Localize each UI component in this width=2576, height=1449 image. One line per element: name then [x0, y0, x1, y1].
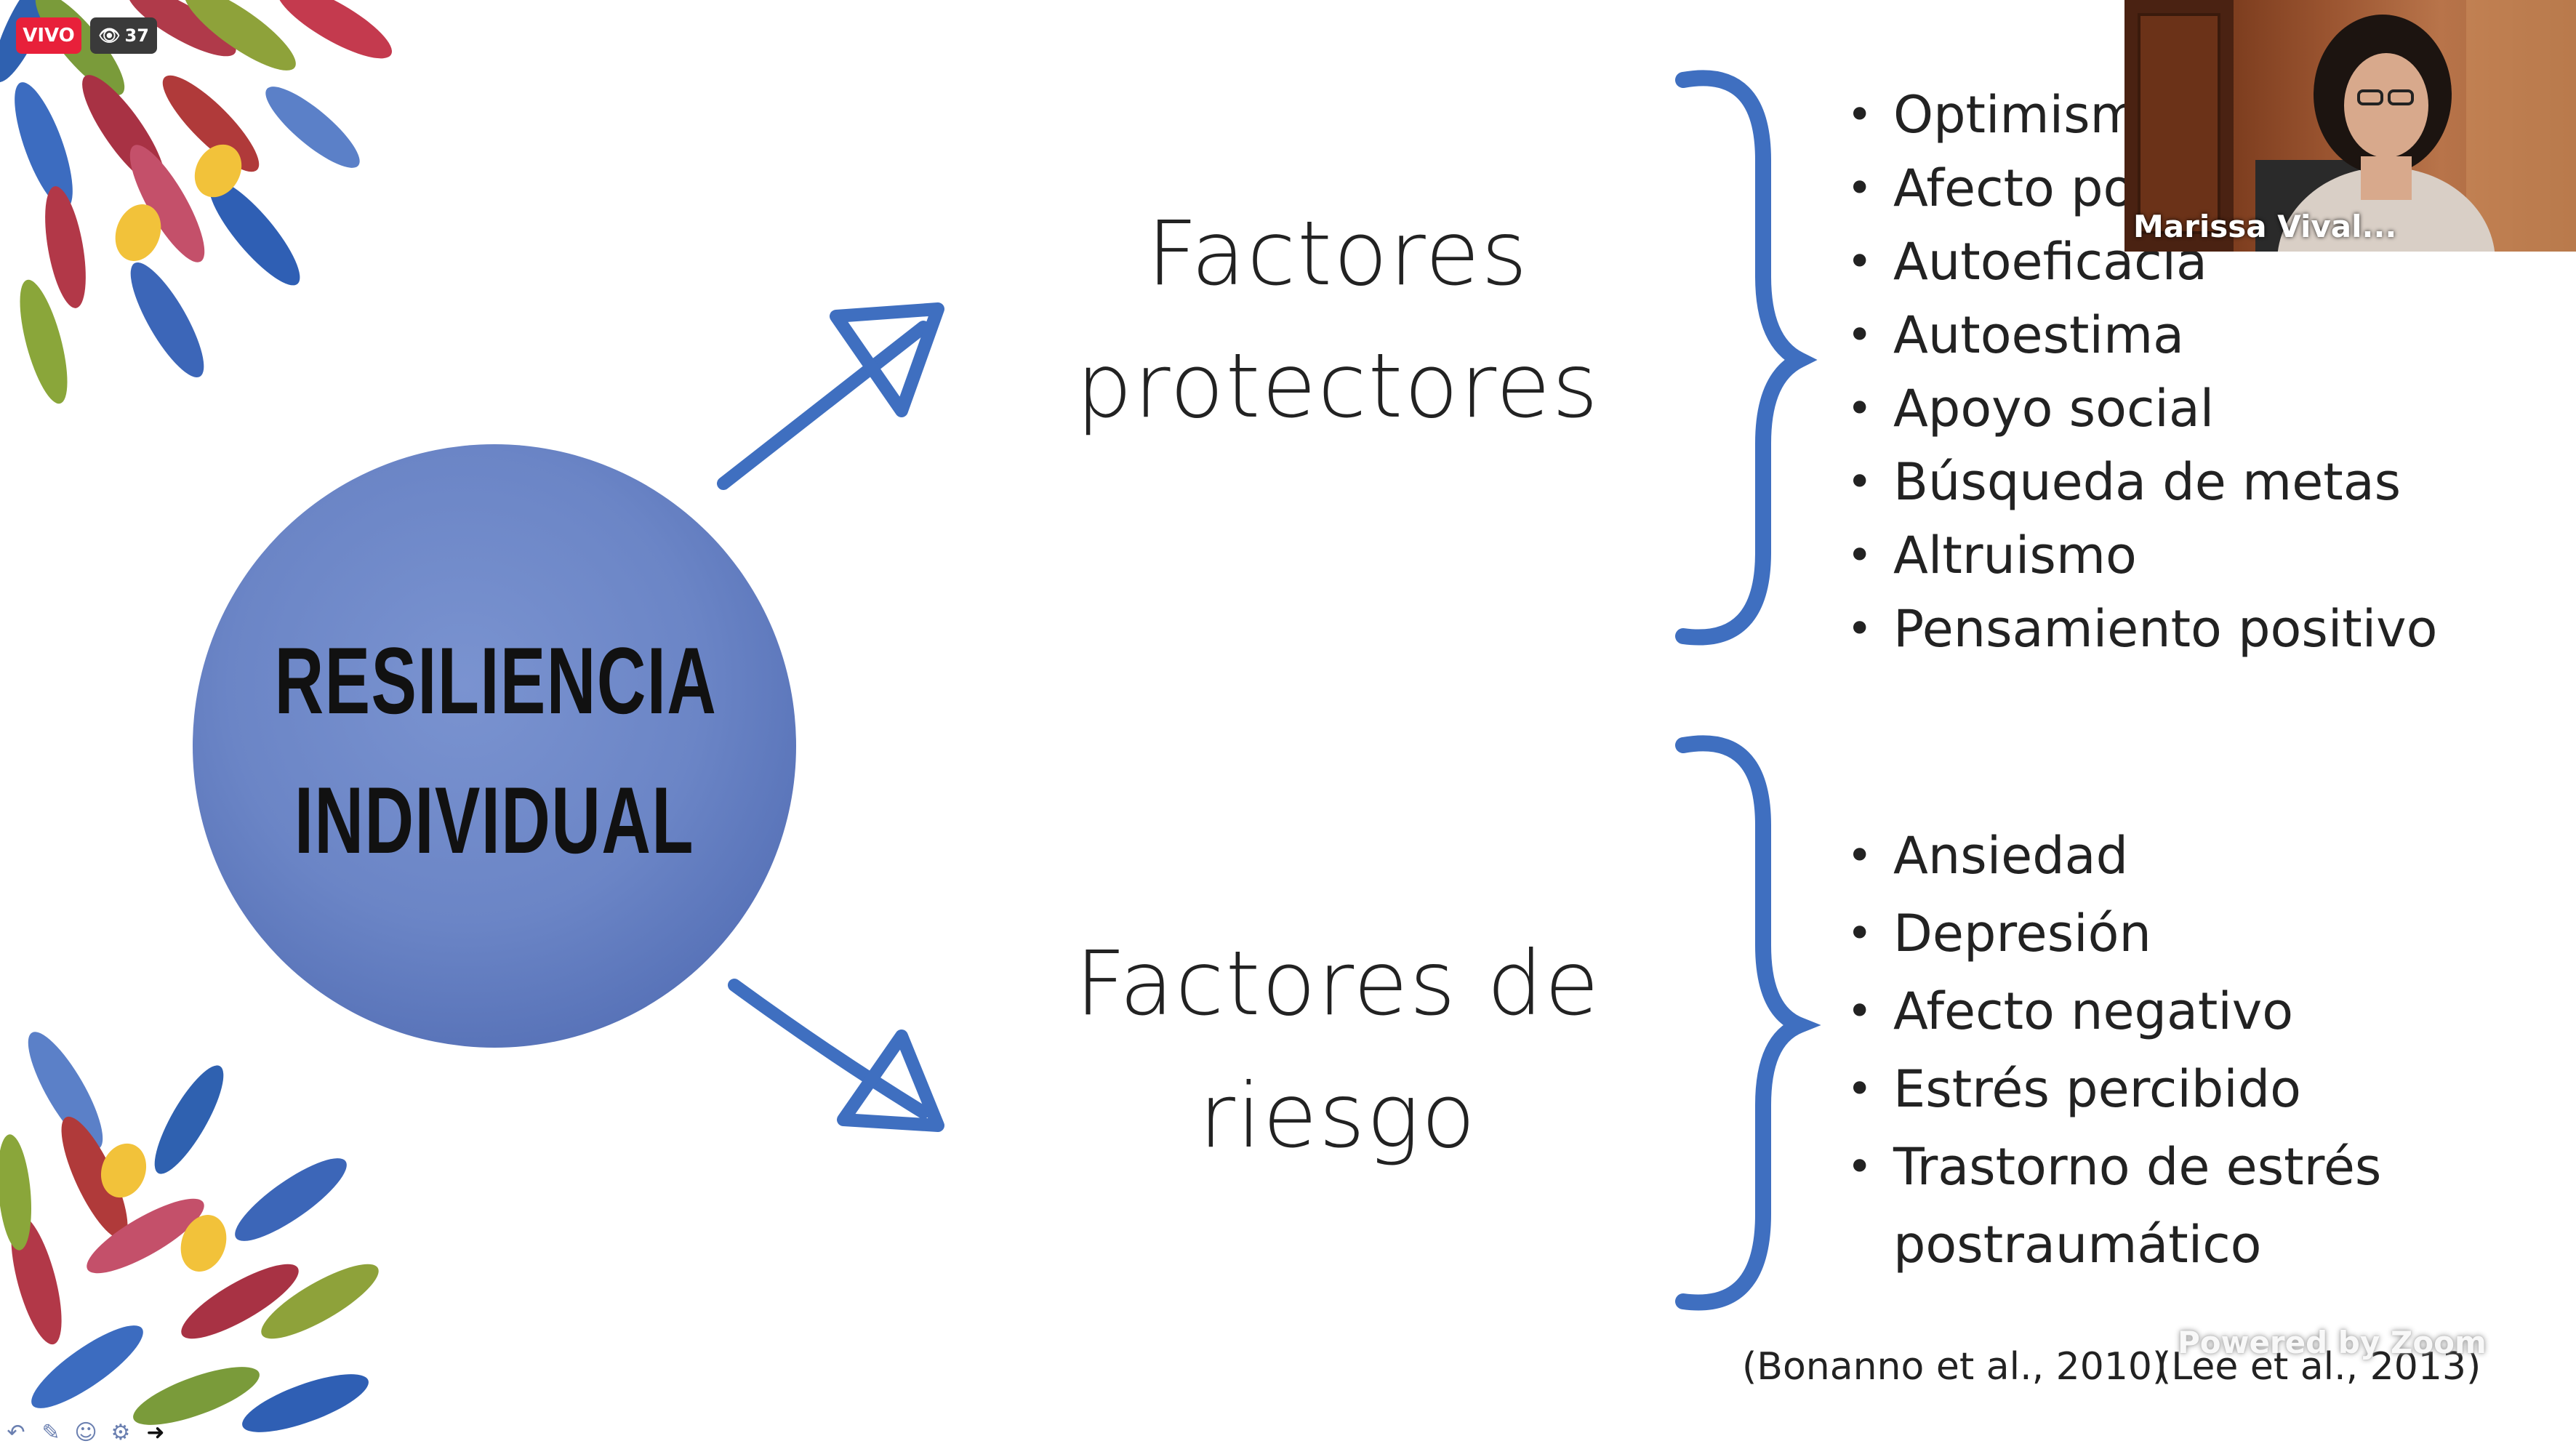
list-item: Depresión	[1847, 895, 2399, 973]
list-item: Ansiedad	[1847, 817, 2399, 895]
protective-factors-heading: Factores protectores	[1003, 188, 1672, 452]
settings-icon[interactable]: ⚙	[111, 1419, 131, 1445]
brace-protectores	[1675, 70, 1818, 646]
arrow-up-right	[717, 302, 944, 490]
eye-icon: 👁	[98, 25, 121, 46]
next-arrow-icon[interactable]: ➜	[146, 1419, 165, 1445]
list-item: Optimismo	[1847, 79, 2437, 152]
heading-line: riesgo	[1198, 1064, 1477, 1168]
brace-riesgo	[1675, 735, 1821, 1311]
circle-label-line: INDIVIDUAL	[294, 767, 694, 873]
participant-video-feed	[2124, 0, 2576, 252]
participant-name-label: Marissa Vival...	[2133, 209, 2397, 244]
heading-line: Factores de	[1075, 932, 1601, 1035]
citation-bonanno: (Bonanno et al., 2010)	[1742, 1345, 2167, 1389]
risk-factors-heading: Factores de riesgo	[1003, 918, 1672, 1182]
list-item: Autoestima	[1847, 299, 2437, 372]
list-item: Altruismo	[1847, 519, 2437, 593]
heading-line: Factores	[1147, 202, 1529, 305]
live-badge: VIVO	[16, 17, 81, 54]
leaf-decoration-top	[0, 0, 393, 404]
list-item: Afecto negativo	[1847, 973, 2399, 1051]
leaf-decoration-bottom	[0, 1032, 379, 1432]
list-item: Pensamiento positivo	[1847, 593, 2437, 666]
heading-line: protectores	[1075, 334, 1600, 438]
undo-icon[interactable]: ↶	[7, 1419, 25, 1445]
resilience-circle	[193, 444, 796, 1048]
zoom-watermark: Powered by Zoom	[2178, 1325, 2487, 1360]
annotation-toolbar: ↶ ✎ ☺ ⚙ ➜	[1, 1418, 170, 1447]
circle-label: RESILIENCIA INDIVIDUAL	[274, 611, 718, 890]
smiley-icon[interactable]: ☺	[74, 1419, 97, 1445]
list-item: Apoyo social	[1847, 372, 2437, 446]
list-item: Búsqueda de metas	[1847, 446, 2437, 519]
risk-factors-list: Ansiedad Depresión Afecto negativo Estré…	[1847, 817, 2399, 1284]
viewer-count-badge: 👁 37	[90, 17, 157, 54]
arrow-down-right	[728, 979, 944, 1132]
participant-video-tile[interactable]: Marissa Vival...	[2124, 0, 2576, 252]
list-item: Trastorno de estrés postraumático	[1847, 1128, 2399, 1284]
circle-label-line: RESILIENCIA	[274, 627, 718, 734]
viewer-count: 37	[124, 25, 149, 46]
list-item: Estrés percibido	[1847, 1051, 2399, 1128]
pen-icon[interactable]: ✎	[41, 1419, 60, 1445]
citation-lee: (Lee et al., 2013)	[2156, 1345, 2481, 1389]
protective-factors-list: Optimismo Afecto positivo Autoeficacia A…	[1847, 79, 2437, 666]
